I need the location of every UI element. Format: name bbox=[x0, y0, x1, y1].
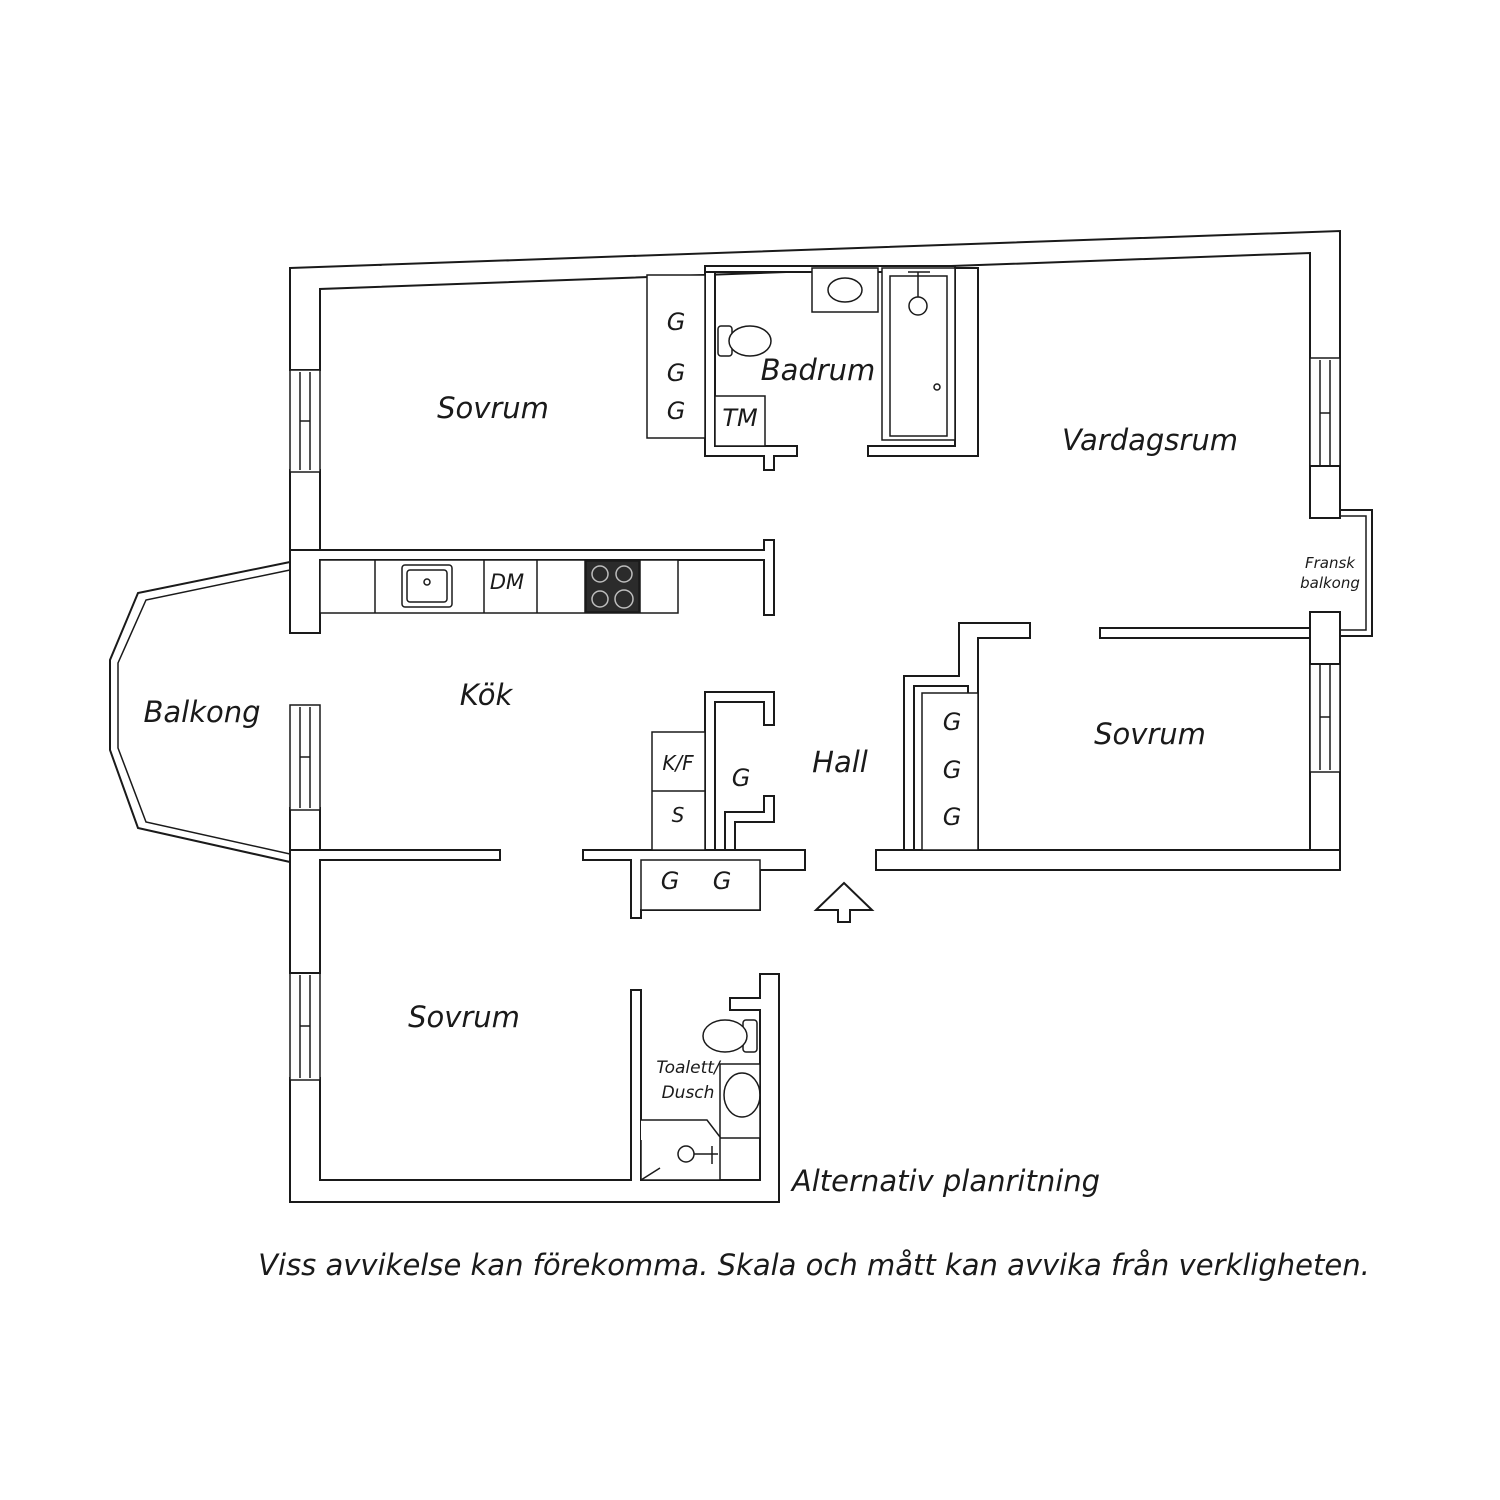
kf-label: K/F bbox=[662, 751, 694, 775]
entrance-arrow bbox=[813, 881, 875, 923]
label-fransk-line2: balkong bbox=[1300, 574, 1360, 592]
windows bbox=[289, 357, 1341, 1081]
bathroom-sink bbox=[811, 267, 879, 313]
wardrobe-hall bbox=[640, 859, 761, 911]
wall-segment bbox=[1309, 611, 1341, 665]
room-label-sovrum-top: Sovrum bbox=[437, 391, 549, 425]
room-label-hall: Hall bbox=[812, 745, 868, 779]
room-label-toalett-line1: Toalett/ bbox=[656, 1058, 722, 1078]
room-label-balkong: Balkong bbox=[143, 695, 260, 729]
stove bbox=[585, 560, 640, 613]
toilet-badrum bbox=[717, 325, 772, 357]
wardrobe-label: G bbox=[943, 708, 962, 736]
toilet-small bbox=[702, 1019, 758, 1053]
wardrobe-right bbox=[921, 692, 979, 851]
wardrobe-label: G bbox=[713, 867, 732, 895]
label-fransk-line1: Fransk bbox=[1305, 554, 1356, 572]
french-balcony bbox=[1340, 509, 1373, 637]
s-label: S bbox=[672, 803, 685, 827]
disclaimer: Viss avvikelse kan förekomma. Skala och … bbox=[258, 1248, 1370, 1282]
wardrobe-label: G bbox=[667, 397, 686, 425]
wardrobe-kf bbox=[651, 731, 706, 851]
kitchen-sink bbox=[401, 564, 453, 608]
wardrobe-label: G bbox=[943, 803, 962, 831]
room-label-toalett-line2: Dusch bbox=[662, 1083, 715, 1103]
room-label-sovrum-right: Sovrum bbox=[1094, 717, 1206, 751]
sink-small bbox=[719, 1063, 761, 1139]
room-label-sovrum-bottom: Sovrum bbox=[408, 1000, 520, 1034]
dm-label: DM bbox=[490, 570, 524, 594]
plan-caption: Alternativ planritning bbox=[790, 1164, 1100, 1198]
room-label-vardagsrum: Vardagsrum bbox=[1062, 423, 1238, 457]
wardrobe-label: G bbox=[943, 756, 962, 784]
wardrobe-label: G bbox=[732, 764, 751, 792]
room-label-kok: Kök bbox=[460, 678, 514, 712]
wardrobe-label: G bbox=[661, 867, 680, 895]
shower bbox=[640, 1119, 721, 1181]
bathtub bbox=[881, 267, 956, 441]
wardrobe-label: G bbox=[667, 359, 686, 387]
tm-label: TM bbox=[722, 404, 758, 432]
tm-box bbox=[714, 395, 766, 447]
wardrobe-top bbox=[646, 274, 706, 439]
room-label-badrum: Badrum bbox=[761, 353, 876, 387]
wall-segment bbox=[1309, 465, 1341, 519]
wardrobe-label: G bbox=[667, 308, 686, 336]
balcony-outline bbox=[109, 561, 291, 863]
